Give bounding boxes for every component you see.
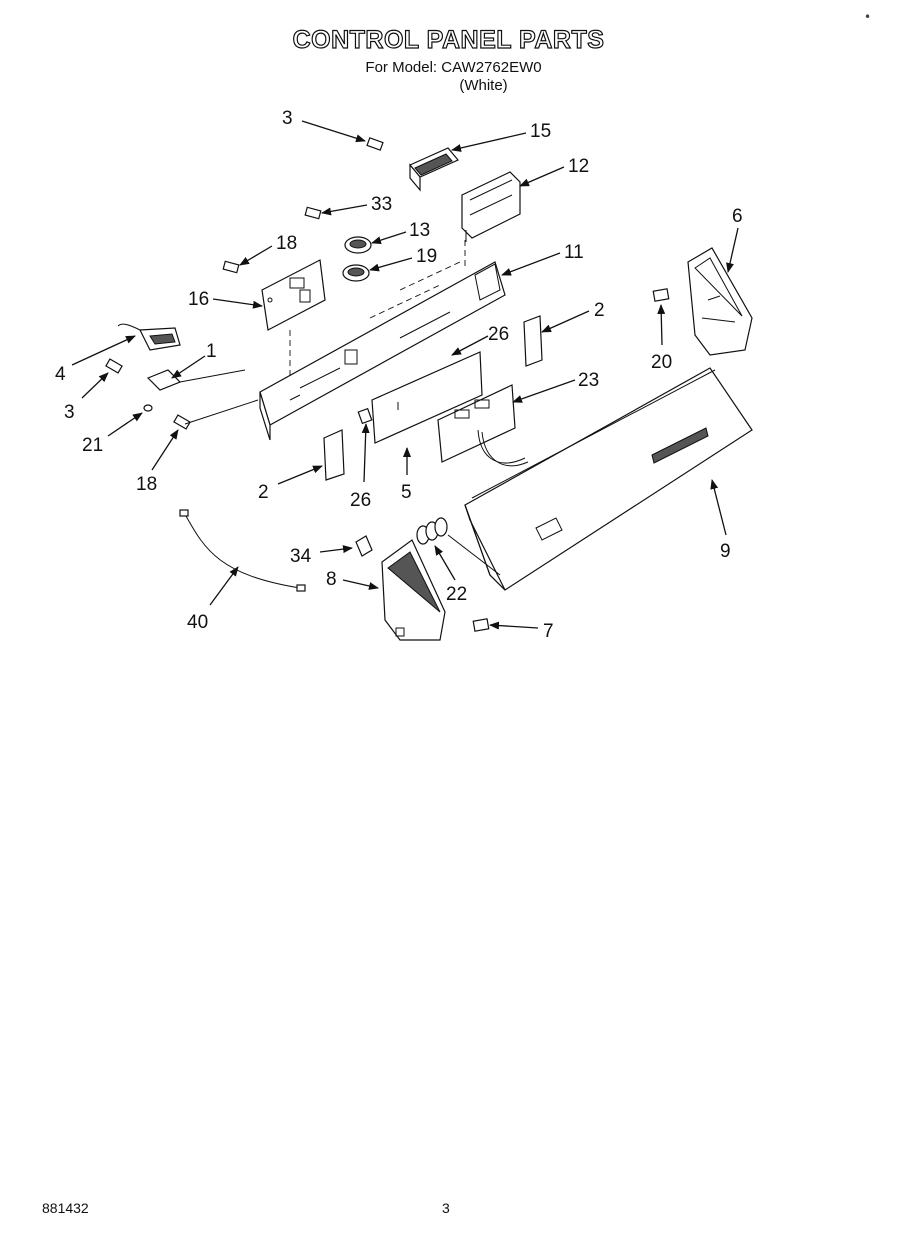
overlay-26 xyxy=(371,351,483,444)
callout-9: 9 xyxy=(720,541,731,562)
callout-18-bottom: 18 xyxy=(136,474,157,495)
part-12-bracket xyxy=(461,171,521,242)
document-number: 881432 xyxy=(42,1200,89,1216)
callout-23: 23 xyxy=(578,370,599,391)
corner-tick-mark: • xyxy=(864,10,872,24)
callout-arrows xyxy=(71,120,739,630)
control-panel-frame-11 xyxy=(259,261,506,441)
screw-18-top xyxy=(222,260,240,274)
clip-26-bottom xyxy=(357,407,373,425)
callout-33: 33 xyxy=(371,194,392,215)
console-panel-9 xyxy=(464,367,753,591)
callout-15: 15 xyxy=(530,121,551,142)
callout-6: 6 xyxy=(732,206,743,227)
callout-1: 1 xyxy=(206,341,217,362)
callout-3-top: 3 xyxy=(282,108,293,129)
end-cap-6 xyxy=(687,247,753,356)
callout-21: 21 xyxy=(82,435,103,456)
variant-label: (White) xyxy=(459,77,508,94)
callout-26-bottom: 26 xyxy=(350,490,371,511)
wire-harness-40 xyxy=(179,509,306,592)
screw-3-top xyxy=(366,137,384,151)
callout-22: 22 xyxy=(446,584,467,605)
switch-4 xyxy=(117,323,181,351)
circuit-board-16 xyxy=(261,259,326,331)
callout-2-left: 2 xyxy=(258,482,269,503)
model-line: For Model: CAW2762EW0 xyxy=(365,59,542,76)
page-number: 3 xyxy=(442,1200,450,1216)
page-title: CONTROL PANEL PARTS xyxy=(292,25,605,54)
callout-8: 8 xyxy=(326,569,337,590)
washer-21 xyxy=(143,404,153,412)
screw-33 xyxy=(304,206,322,220)
button-13 xyxy=(344,236,372,254)
callout-34: 34 xyxy=(290,546,312,567)
callout-13: 13 xyxy=(409,220,430,241)
screw-18-bottom xyxy=(173,414,191,430)
callout-7: 7 xyxy=(543,621,554,642)
callout-12: 12 xyxy=(568,156,589,177)
callout-18-top: 18 xyxy=(276,233,297,254)
callout-5: 5 xyxy=(401,482,412,503)
screw-20 xyxy=(652,288,670,302)
knobs-22 xyxy=(416,517,448,545)
callout-4: 4 xyxy=(55,364,66,385)
callout-20: 20 xyxy=(651,352,672,373)
button-19 xyxy=(342,264,370,282)
end-cap-8 xyxy=(381,539,446,641)
screw-7 xyxy=(472,618,490,632)
part-15-bracket xyxy=(409,147,459,192)
screw-3-left xyxy=(105,358,123,374)
bracket-1 xyxy=(146,369,182,391)
callout-19: 19 xyxy=(416,246,437,267)
clip-34 xyxy=(355,535,373,557)
label-2-left xyxy=(323,429,345,481)
callout-3-left: 3 xyxy=(64,402,75,423)
callout-26-top: 26 xyxy=(488,324,509,345)
callout-2-right: 2 xyxy=(594,300,605,321)
callout-11: 11 xyxy=(564,242,584,263)
callout-40: 40 xyxy=(187,612,208,633)
callout-16: 16 xyxy=(188,289,209,310)
label-2-right xyxy=(523,315,543,367)
circuit-board-23 xyxy=(437,384,529,467)
